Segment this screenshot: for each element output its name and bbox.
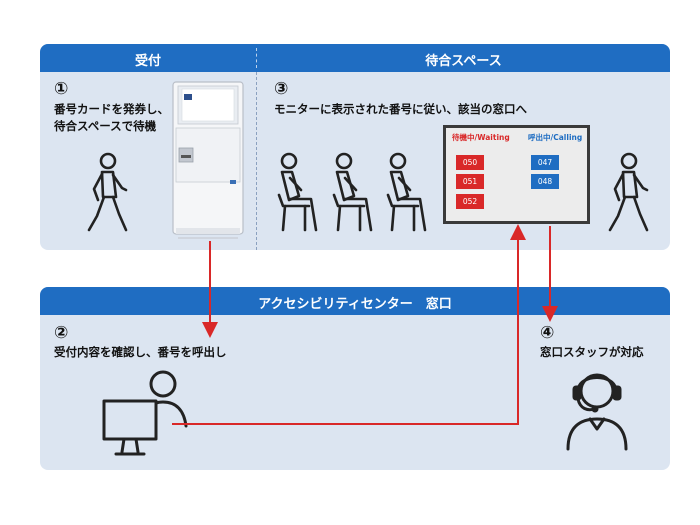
section-divider — [256, 72, 257, 250]
seated-person-icon — [332, 152, 373, 232]
waiting-number: 050 — [456, 155, 484, 170]
pc-operator-icon — [102, 370, 188, 456]
headset-staff-icon — [566, 373, 628, 451]
step3-number: ③ — [274, 79, 289, 99]
seated-person-icon — [386, 152, 427, 232]
ticket-kiosk-icon — [172, 81, 244, 239]
seated-person-icon — [277, 152, 318, 232]
step2-number: ② — [54, 323, 69, 343]
step1-text-line2: 待合スペースで待機 — [54, 119, 157, 133]
waiting-number: 052 — [456, 194, 484, 209]
step2-text: 受付内容を確認し、番号を呼出し — [54, 345, 227, 359]
waiting-space-header: 待合スペース — [425, 54, 502, 69]
call-display-monitor: 待機中/Waiting 呼出中/Calling 050 051 052 047 … — [443, 125, 590, 224]
waiting-label: 待機中/Waiting — [452, 133, 510, 142]
calling-number: 047 — [531, 155, 559, 170]
walking-person-icon — [87, 152, 128, 232]
step1-text-line1: 番号カードを発券し、 — [54, 102, 169, 116]
walking-person-icon — [608, 152, 649, 232]
calling-number: 048 — [531, 174, 559, 189]
top-panel-header: 受付 待合スペース — [40, 44, 670, 72]
reception-header: 受付 — [134, 54, 161, 69]
header-divider — [256, 48, 257, 68]
calling-label: 呼出中/Calling — [528, 133, 583, 142]
bottom-panel-header: アクセシビリティセンター 窓口 — [40, 287, 670, 315]
accessibility-center-header: アクセシビリティセンター 窓口 — [258, 297, 452, 312]
step3-text: モニターに表示された番号に従い、該当の窓口へ — [274, 102, 527, 116]
step4-text: 窓口スタッフが対応 — [540, 345, 644, 359]
step1-number: ① — [54, 79, 69, 99]
step4-number: ④ — [540, 323, 555, 343]
waiting-number: 051 — [456, 174, 484, 189]
